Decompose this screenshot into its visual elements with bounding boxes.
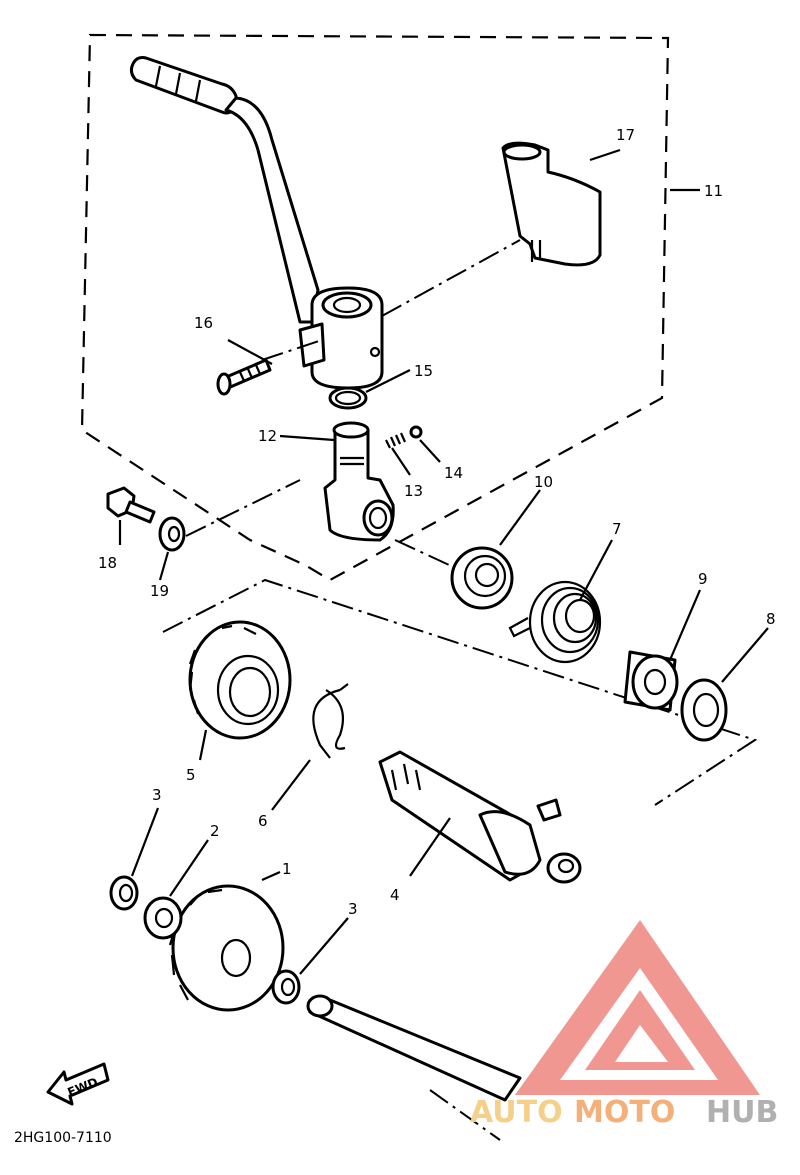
callout-5: 5 xyxy=(186,766,196,784)
kick-crank-boss-cover xyxy=(501,141,602,267)
oil-seal xyxy=(450,546,514,610)
callout-17: 17 xyxy=(616,126,635,144)
callout-19: 19 xyxy=(150,582,169,600)
callout-16: 16 xyxy=(194,314,213,332)
callout-10: 10 xyxy=(534,473,553,491)
callout-3-upper: 3 xyxy=(152,786,162,804)
circlip-3-lower xyxy=(271,969,301,1005)
plunger-spring xyxy=(385,432,407,449)
kick-gear xyxy=(168,884,285,1012)
callout-3-lower: 3 xyxy=(348,900,358,918)
callout-13: 13 xyxy=(404,482,423,500)
fwd-arrow-icon: FWD xyxy=(46,1062,110,1106)
callout-9: 9 xyxy=(698,570,708,588)
drawing-code: 2HG100-7110 xyxy=(14,1130,112,1146)
watermark-auto: AUTO xyxy=(470,1095,563,1130)
bolt-axis-line-19 xyxy=(185,479,301,537)
watermark-hub: HUB xyxy=(706,1095,778,1130)
callout-6: 6 xyxy=(258,812,268,830)
watermark-logo xyxy=(515,920,760,1095)
callout-15: 15 xyxy=(414,362,433,380)
lower-shaft xyxy=(306,994,522,1141)
callout-12: 12 xyxy=(258,427,277,445)
callout-14: 14 xyxy=(444,464,463,482)
shaft-assembly-outline xyxy=(162,578,758,806)
callout-1: 1 xyxy=(282,860,292,878)
circlip-3-upper xyxy=(109,875,139,911)
o-ring-inner xyxy=(334,390,362,406)
leader-lines xyxy=(118,148,769,975)
callout-2: 2 xyxy=(210,822,220,840)
bolt xyxy=(106,486,156,524)
callout-7: 7 xyxy=(612,520,622,538)
callout-18: 18 xyxy=(98,554,117,572)
callout-4: 4 xyxy=(390,886,400,904)
bolt-axis-line xyxy=(261,339,323,361)
kick-axle-boss xyxy=(323,421,395,542)
spacer xyxy=(623,650,679,712)
washer-2 xyxy=(143,896,183,940)
torsion-spring xyxy=(508,580,602,664)
lever-axis-line xyxy=(381,239,521,317)
callout-8: 8 xyxy=(766,610,776,628)
kick-lever xyxy=(129,56,384,390)
ratchet-wheel xyxy=(188,620,292,740)
washer-19 xyxy=(158,516,186,552)
assembly-11-outline xyxy=(80,33,670,582)
callout-11: 11 xyxy=(704,182,723,200)
watermark-moto: MOTO xyxy=(574,1095,675,1130)
shaft-axis-line-upper xyxy=(394,539,461,571)
kick-axle xyxy=(378,750,582,884)
watermark-text: AUTO MOTO HUB xyxy=(470,1095,778,1130)
washer-8 xyxy=(680,678,728,742)
plunger-ball xyxy=(409,425,423,439)
ratchet-spring-clip xyxy=(312,683,349,759)
callouts: 17 11 16 15 12 13 14 18 19 10 7 9 8 5 6 … xyxy=(98,126,776,918)
pinch-bolt xyxy=(216,358,272,396)
